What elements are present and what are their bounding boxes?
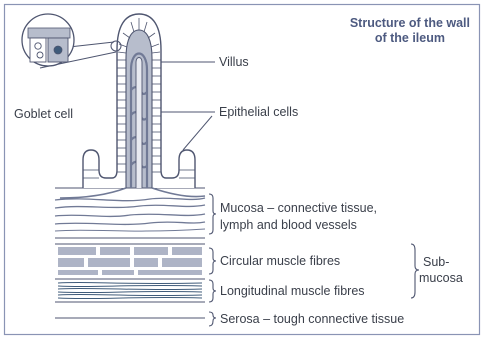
diagram-title-line1: Structure of the wall (350, 16, 470, 30)
label-mucosa-line1: Mucosa – connective tissue, (220, 201, 377, 215)
diagram-title-line2: of the ileum (375, 31, 445, 45)
label-longitudinal-muscle: Longitudinal muscle fibres (220, 284, 365, 298)
label-epithelial-cells: Epithelial cells (219, 105, 298, 119)
label-serosa: Serosa – tough connective tissue (220, 312, 404, 326)
label-villus: Villus (219, 55, 249, 69)
label-submucosa-line2: mucosa (419, 271, 463, 285)
label-mucosa-line2: lymph and blood vessels (220, 218, 357, 232)
label-submucosa-line1: Sub- (423, 255, 449, 269)
circular-muscle-layer (55, 244, 205, 275)
label-circular-muscle: Circular muscle fibres (220, 254, 340, 268)
label-goblet-cell: Goblet cell (14, 107, 73, 121)
